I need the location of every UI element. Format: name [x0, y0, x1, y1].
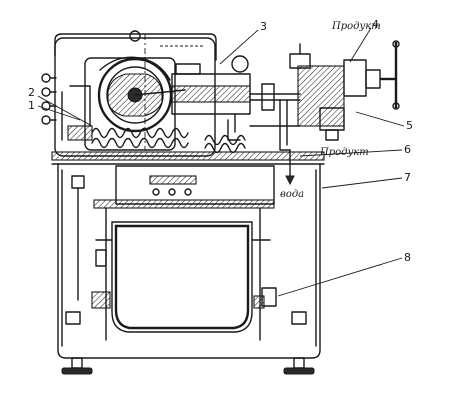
table-plate	[51, 151, 325, 165]
callout-7: 7	[404, 171, 411, 184]
crank-assembly	[84, 56, 186, 151]
coil-left	[67, 125, 189, 149]
callout-2: 2	[28, 86, 35, 99]
label-water: вода	[280, 189, 305, 200]
callout-1: 1	[28, 99, 35, 112]
cylinder-block	[171, 55, 301, 115]
left-valves	[41, 73, 57, 125]
lower-frame	[57, 163, 321, 359]
callout-4: 4	[372, 18, 379, 31]
leader-lines	[37, 27, 405, 297]
label-product-top: Продукт	[332, 21, 381, 32]
callout-8: 8	[404, 251, 411, 264]
label-product-side: Продукт	[320, 147, 369, 158]
homogenizing-head	[289, 40, 400, 141]
callout-6: 6	[404, 143, 411, 156]
callout-3: 3	[260, 20, 267, 33]
tank	[95, 221, 271, 333]
coil-right	[204, 134, 246, 154]
lower-valves	[65, 175, 307, 325]
feet	[61, 357, 315, 375]
callout-5: 5	[406, 119, 413, 132]
piping	[61, 85, 301, 186]
